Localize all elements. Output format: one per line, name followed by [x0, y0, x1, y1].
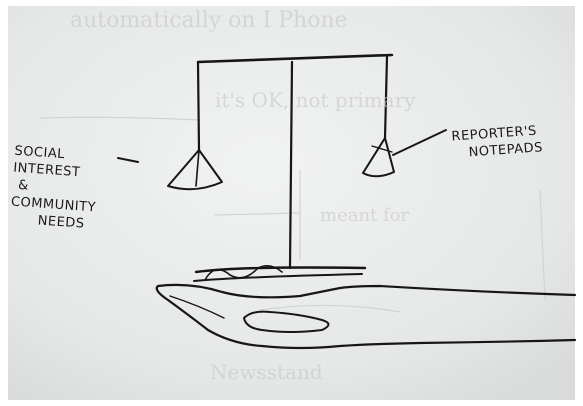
show-through-text: automatically on I Phone [70, 8, 348, 33]
left-hanger [198, 62, 199, 150]
show-through-text: meant for [320, 205, 409, 226]
left-pan-label: SOCIAL INTEREST & COMMUNITY NEEDS [9, 143, 115, 235]
show-through-text: it's OK, not primary [215, 88, 415, 112]
show-through-text: Newsstand [210, 360, 323, 384]
